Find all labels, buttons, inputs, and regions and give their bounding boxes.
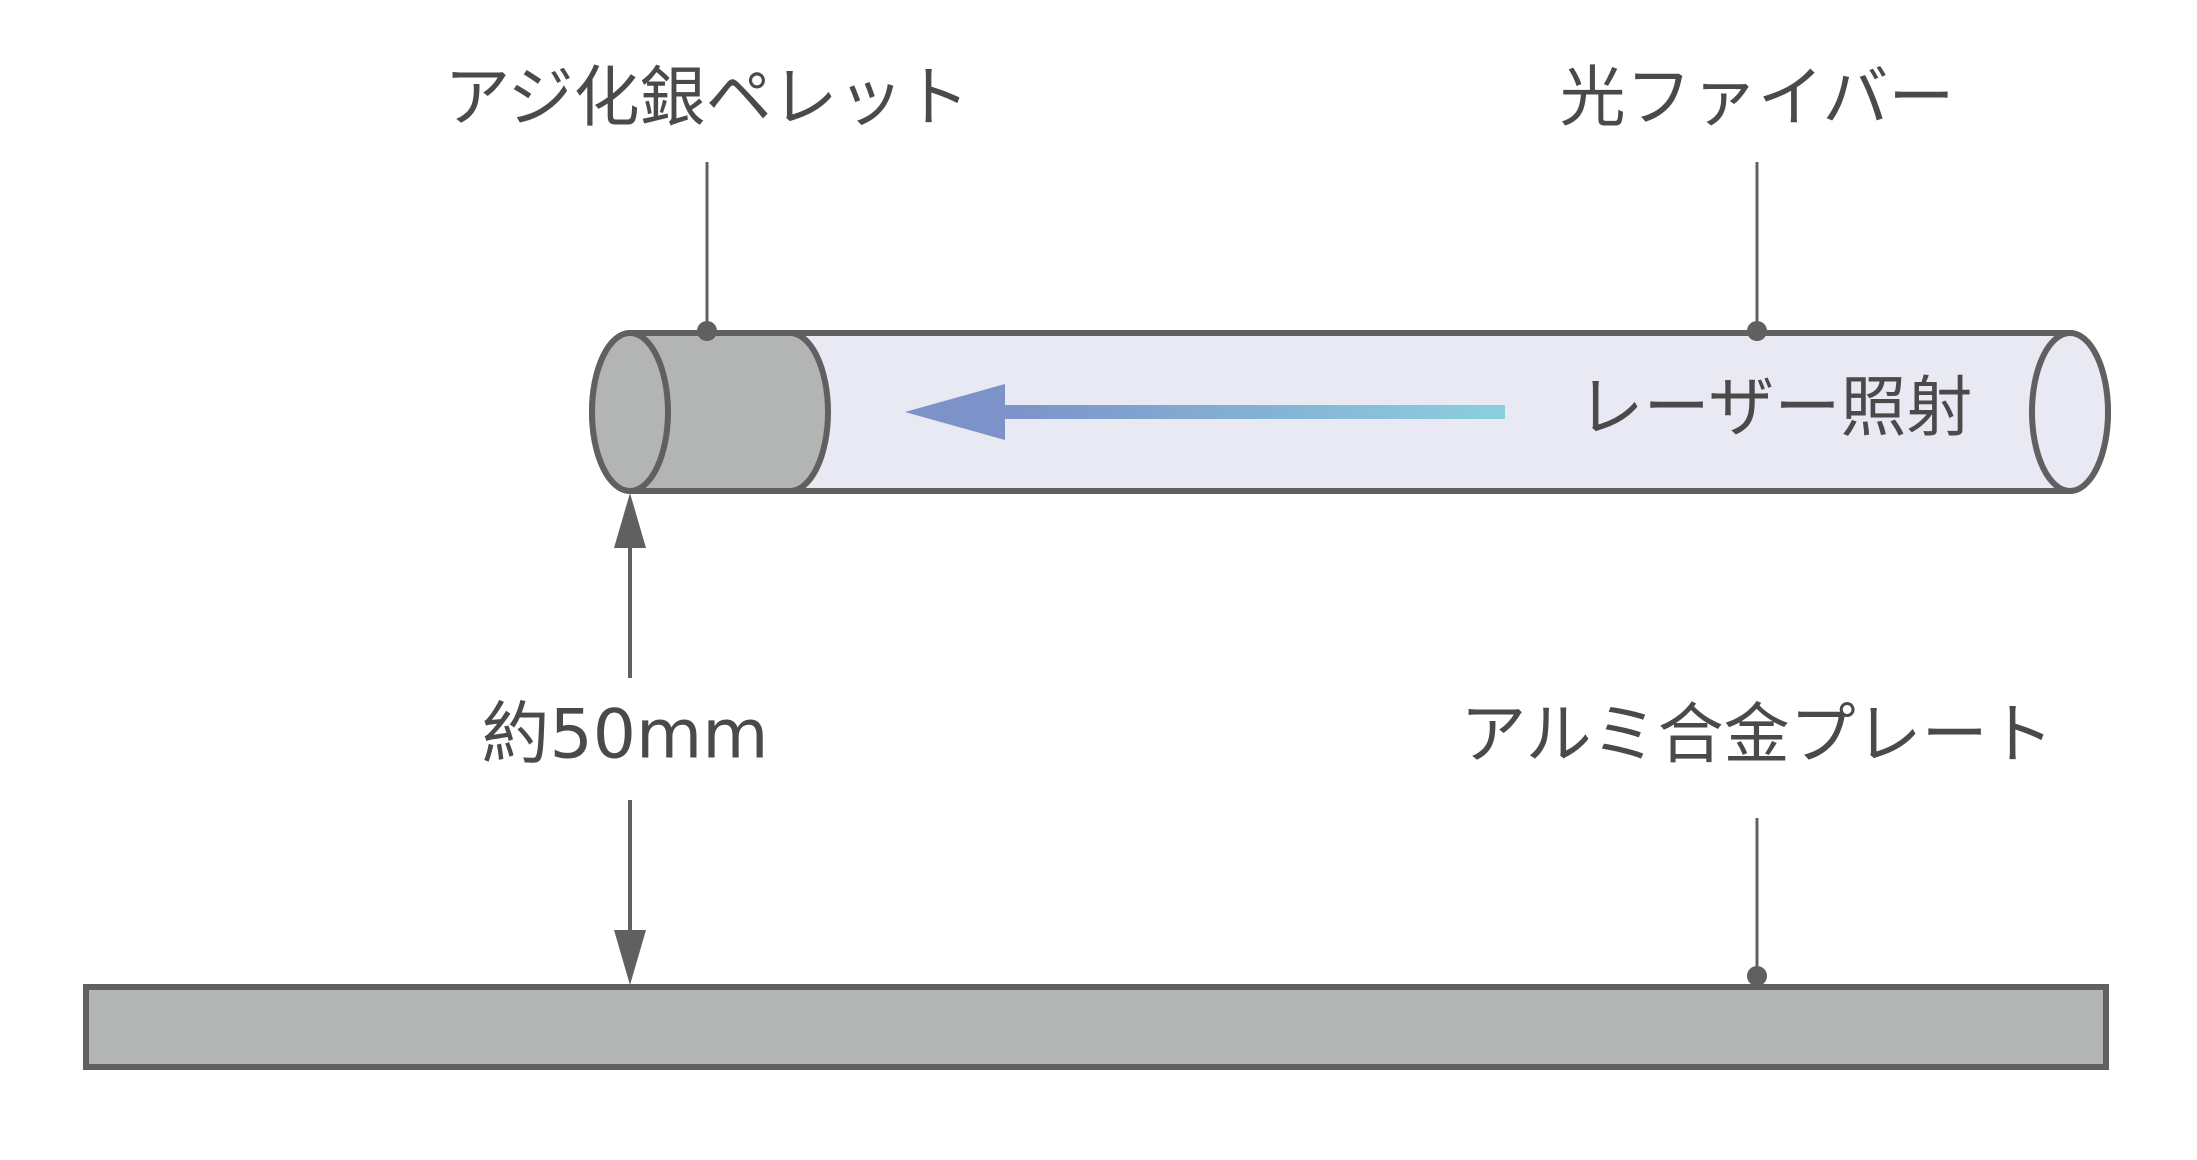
plate-leader-dot	[1747, 966, 1767, 986]
laser-arrowhead	[905, 384, 1005, 440]
aluminum-alloy-plate	[83, 984, 2109, 1070]
pellet-end-face	[589, 330, 671, 494]
pellet-leader-dot	[697, 321, 717, 341]
distance-arrowhead-down	[614, 930, 646, 985]
distance-label: 約50mm	[481, 696, 768, 775]
laser-label: レーザー照射	[1578, 369, 1973, 446]
pellet-label: アジ化銀ペレット	[444, 59, 969, 136]
plate-label: アルミ合金プレート	[1460, 696, 2053, 773]
fiber-leader-dot	[1747, 321, 1767, 341]
laser-beam	[1000, 405, 1505, 419]
distance-arrowhead-up	[614, 493, 646, 548]
optical-fiber-end-face	[2029, 330, 2111, 494]
fiber-label: 光ファイバー	[1560, 59, 1955, 136]
